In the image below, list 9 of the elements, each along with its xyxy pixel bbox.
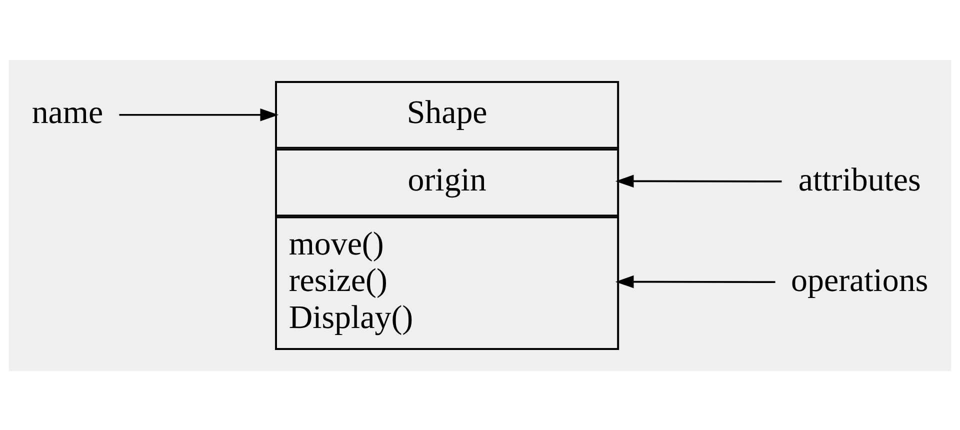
node-text: attributes [798,162,921,198]
arrow [119,108,279,121]
node-text: name [32,94,104,130]
node-box: move() resize() Display() [275,216,620,350]
arrow [615,174,782,188]
node-box: origin [275,148,620,216]
node-text: operations [791,262,928,299]
node-box: Shape [275,80,620,148]
arrow [615,274,776,288]
